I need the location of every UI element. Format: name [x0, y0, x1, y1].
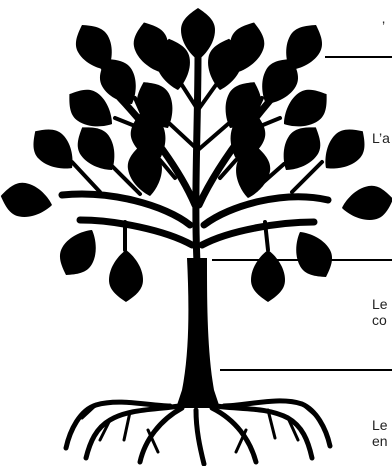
label-top-cut: ’ [382, 18, 385, 34]
trunk [176, 258, 220, 408]
roots [66, 401, 330, 464]
label-canopy: L’a [372, 130, 390, 146]
label-trunk: Le co [372, 296, 388, 328]
tree-silhouette-icon [0, 8, 392, 464]
label-roots: Le en [372, 417, 388, 449]
